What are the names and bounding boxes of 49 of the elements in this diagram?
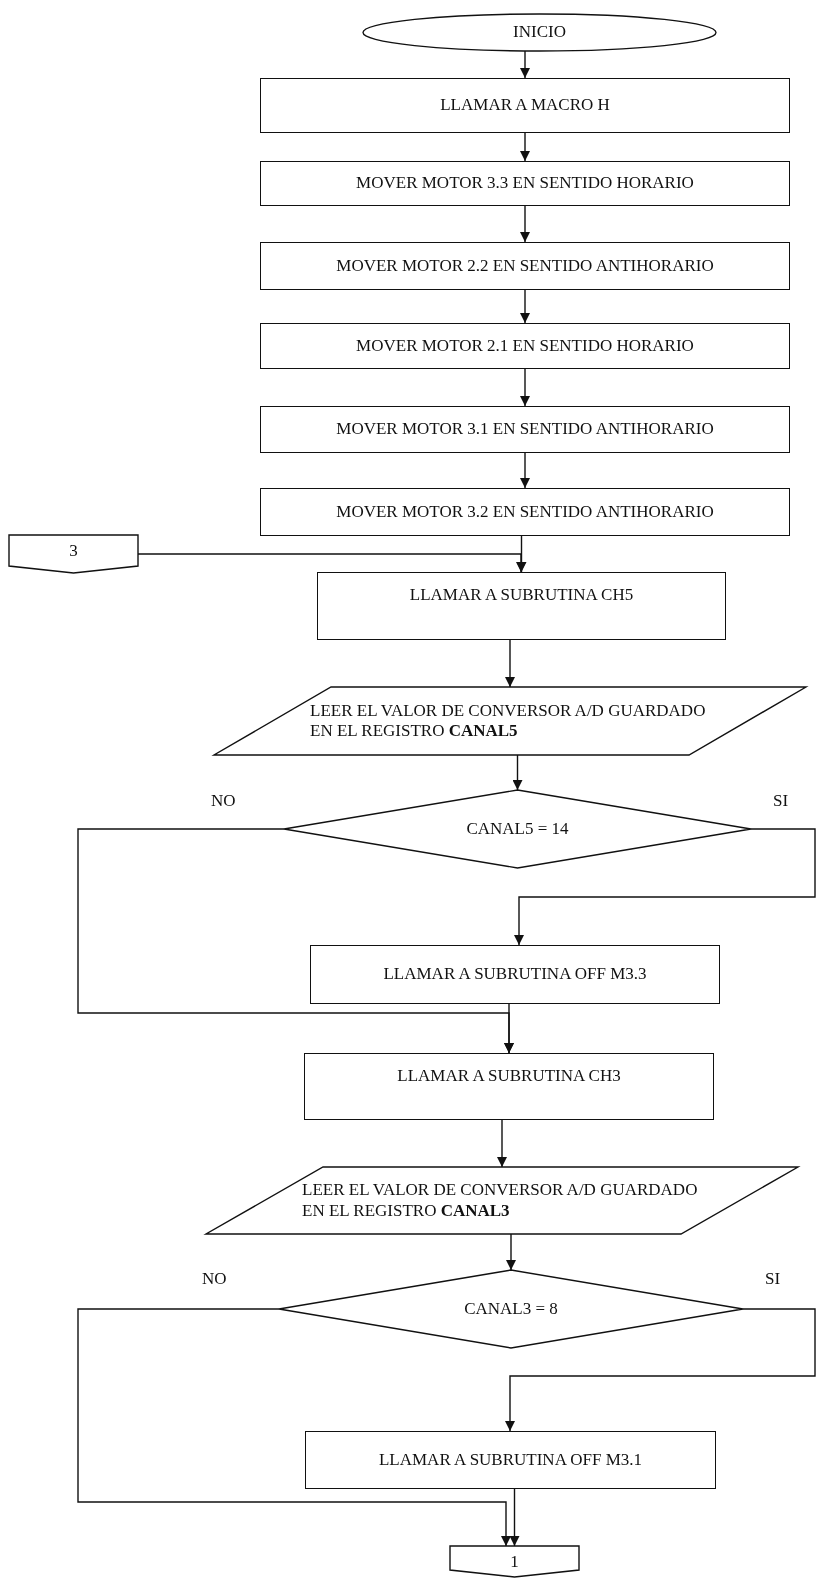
offpage-connector [9,535,138,573]
step-text: LLAMAR A SUBRUTINA CH5 [409,585,634,606]
arrow [505,639,515,688]
step-text: LLAMAR A SUBRUTINA OFF M3.1 [378,1449,643,1471]
step-text: MOVER MOTOR 3.1 EN SENTIDO ANTIHORARIO [336,419,714,440]
step-text: MOVER MOTOR 3.2 EN SENTIDO ANTIHORARIO [336,501,714,523]
step-text: LEER EL VALOR DE CONVERSOR A/D GUARDADO EN EL REGISTRO CANAL5 [310,700,707,742]
input-parallelogram [206,1167,798,1234]
decision-diamond [279,1270,743,1348]
arrow [509,1488,520,1547]
step-text: INICIO [513,22,566,43]
arrow [520,289,530,324]
step-text: LLAMAR A SUBRUTINA CH3 [397,1066,621,1087]
offpage-connector [450,1546,579,1577]
arrow [520,205,530,243]
arrow [512,754,523,791]
step-text: LLAMAR A MACRO H [440,95,610,116]
step-text: MOVER MOTOR 3.3 EN SENTIDO HORARIO [356,173,694,194]
arrow [77,1308,511,1547]
decision-diamond [284,790,751,868]
arrow [520,368,530,407]
arrow [506,1233,516,1271]
input-parallelogram [214,687,806,755]
process-box [305,1431,716,1489]
arrow [514,828,816,946]
step-text: CANAL3 = 8 [464,1298,558,1320]
arrow [520,132,530,162]
process-box [260,488,790,536]
process-box [260,242,790,290]
process-box [317,572,726,640]
arrow [497,1119,507,1168]
step-text: MOVER MOTOR 2.1 EN SENTIDO HORARIO [356,335,694,357]
arrow [504,1003,514,1054]
process-box [260,78,790,133]
arrow [505,1308,816,1432]
step-text: MOVER MOTOR 2.2 EN SENTIDO ANTIHORARIO [336,255,714,277]
terminal-oval [363,14,716,51]
process-box [260,406,790,453]
step-text: LLAMAR A SUBRUTINA OFF M3.3 [383,964,647,985]
step-text: 3 [69,541,78,562]
step-text: LEER EL VALOR DE CONVERSOR A/D GUARDADO EN EL REGISTRO CANAL3 [302,1180,699,1221]
process-box [310,945,720,1004]
arrow [520,50,530,79]
process-box [304,1053,714,1120]
process-box [260,161,790,206]
step-text: CANAL5 = 14 [466,818,569,840]
arrow [520,452,530,489]
process-box [260,323,790,369]
step-text: 1 [510,1552,519,1573]
